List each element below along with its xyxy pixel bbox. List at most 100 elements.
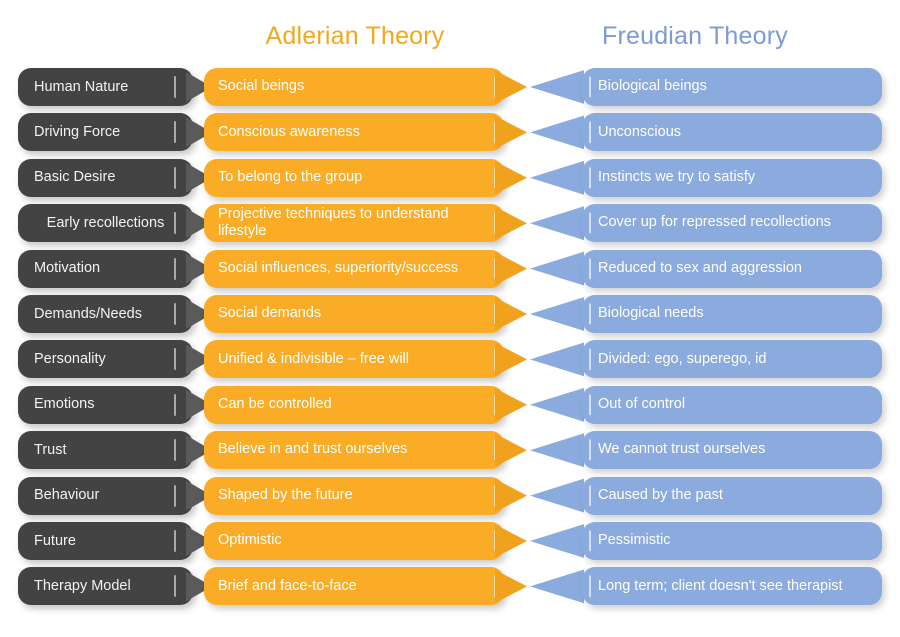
freudian-notch-marker (589, 484, 591, 507)
freudian-value-chip[interactable]: Pessimistic (582, 522, 882, 560)
aspect-label-chip[interactable]: Therapy Model (18, 567, 193, 606)
adlerian-value-chip[interactable]: Social influences, superiority/success (204, 249, 504, 288)
adlerian-arrow-icon (495, 342, 527, 376)
aspect-label-chip[interactable]: Early recollections (18, 204, 193, 243)
freudian-value-chip[interactable]: We cannot trust ourselves (582, 431, 882, 470)
freudian-notch-marker (589, 575, 591, 598)
freudian-value-chip[interactable]: Out of control (582, 385, 882, 424)
adlerian-arrow-icon (495, 388, 527, 422)
freudian-value-chip[interactable]: Biological needs (582, 295, 882, 333)
label-notch-marker (174, 439, 176, 462)
aspect-label-chip[interactable]: Trust (18, 431, 193, 470)
aspect-label-chip[interactable]: Personality (18, 340, 193, 379)
freudian-notch-marker (589, 303, 591, 325)
aspect-label-text: Early recollections (46, 214, 165, 231)
aspect-label-chip[interactable]: Driving Force (18, 113, 193, 152)
aspect-label-chip[interactable]: Behaviour (18, 476, 193, 515)
adlerian-value-chip[interactable]: Believe in and trust ourselves (204, 431, 504, 470)
label-notch-marker (174, 75, 176, 99)
adlerian-arrow-icon (495, 569, 527, 603)
aspect-label-text: Therapy Model (34, 578, 131, 595)
adlerian-arrow-icon (495, 479, 527, 513)
adlerian-value-chip[interactable]: Brief and face-to-face (204, 567, 504, 606)
freudian-arrow-icon (530, 206, 584, 241)
aspect-label-chip[interactable]: Emotions (18, 385, 193, 424)
adlerian-value-text: Social influences, superiority/success (218, 259, 459, 276)
adlerian-arrow-icon (495, 252, 527, 286)
aspect-label-chip[interactable]: Basic Desire (18, 158, 193, 197)
freudian-value-text: Instincts we try to satisfy (598, 169, 756, 186)
adlerian-value-text: Can be controlled (218, 396, 332, 413)
freudian-arrow-icon (530, 70, 584, 104)
adlerian-arrow-icon (495, 115, 527, 149)
label-notch-marker (174, 212, 176, 235)
column-headers: Adlerian Theory Freudian Theory (0, 22, 900, 62)
label-notch-marker (174, 166, 176, 189)
adlerian-value-text: Unified & indivisible – free will (218, 350, 409, 367)
freudian-value-chip[interactable]: Unconscious (582, 113, 882, 152)
adlerian-value-chip[interactable]: Unified & indivisible – free will (204, 340, 504, 379)
freudian-notch-marker (589, 212, 591, 234)
adlerian-arrow-icon (495, 524, 527, 558)
adlerian-value-text: Believe in and trust ourselves (218, 441, 408, 458)
freudian-notch-marker (589, 76, 591, 98)
aspect-label-text: Future (34, 532, 76, 549)
aspect-label-text: Emotions (34, 396, 95, 413)
freudian-arrow-icon (530, 160, 584, 195)
aspect-label-text: Basic Desire (34, 169, 116, 186)
freudian-notch-marker (589, 530, 591, 552)
freudian-value-chip[interactable]: Biological beings (582, 68, 882, 106)
freudian-value-chip[interactable]: Caused by the past (582, 476, 882, 515)
freudian-value-chip[interactable]: Instincts we try to satisfy (582, 158, 882, 197)
freudian-value-chip[interactable]: Cover up for repressed recollections (582, 204, 882, 243)
freudian-arrow-icon (530, 297, 584, 331)
freudian-arrow-icon (530, 115, 584, 150)
freudian-value-chip[interactable]: Divided: ego, superego, id (582, 340, 882, 379)
freudian-arrow-icon (530, 433, 584, 468)
adlerian-value-text: Brief and face-to-face (218, 577, 357, 594)
adlerian-value-chip[interactable]: Can be controlled (204, 385, 504, 424)
freudian-notch-marker (589, 167, 591, 189)
label-notch-marker (174, 484, 176, 507)
aspect-label-text: Behaviour (34, 487, 100, 504)
aspect-label-text: Human Nature (34, 78, 129, 95)
freudian-value-text: Reduced to sex and aggression (598, 259, 802, 276)
aspect-label-chip[interactable]: Demands/Needs (18, 295, 193, 333)
freudian-value-text: Cover up for repressed recollections (598, 214, 831, 231)
adlerian-value-chip[interactable]: To belong to the group (204, 158, 504, 197)
adlerian-value-text: Projective techniques to understand life… (218, 205, 449, 240)
label-notch-marker (174, 257, 176, 280)
adlerian-value-text: Social demands (218, 305, 322, 322)
freudian-value-text: Biological needs (598, 305, 704, 322)
aspect-label-chip[interactable]: Future (18, 522, 193, 560)
adlerian-value-chip[interactable]: Conscious awareness (204, 113, 504, 152)
freudian-notch-marker (589, 257, 591, 280)
freudian-notch-marker (589, 439, 591, 461)
label-notch-marker (174, 393, 176, 416)
freudian-value-text: Divided: ego, superego, id (598, 350, 767, 367)
freudian-value-chip[interactable]: Long term; client doesn't see therapist (582, 567, 882, 606)
freudian-notch-marker (589, 121, 591, 144)
freudian-value-text: Unconscious (598, 123, 682, 140)
aspect-label-text: Trust (34, 441, 67, 458)
freudian-value-chip[interactable]: Reduced to sex and aggression (582, 249, 882, 288)
aspect-label-text: Personality (34, 351, 106, 368)
adlerian-value-chip[interactable]: Shaped by the future (204, 476, 504, 515)
freudian-arrow-icon (530, 569, 584, 604)
label-notch-marker (174, 121, 176, 144)
freudian-value-text: Caused by the past (598, 486, 723, 503)
aspect-label-chip[interactable]: Human Nature (18, 68, 193, 106)
freudian-arrow-icon (530, 387, 584, 422)
adlerian-value-chip[interactable]: Social beings (204, 68, 504, 106)
adlerian-value-text: Shaped by the future (218, 486, 353, 503)
adlerian-arrow-icon (495, 206, 527, 240)
freudian-arrow-icon (530, 251, 584, 286)
adlerian-arrow-icon (495, 70, 527, 104)
label-notch-marker (174, 348, 176, 371)
adlerian-value-chip[interactable]: Social demands (204, 295, 504, 333)
adlerian-value-chip[interactable]: Optimistic (204, 522, 504, 560)
aspect-label-chip[interactable]: Motivation (18, 249, 193, 288)
adlerian-value-chip[interactable]: Projective techniques to understand life… (204, 204, 504, 243)
adlerian-value-text: Social beings (218, 78, 305, 95)
adlerian-arrow-icon (495, 297, 527, 331)
